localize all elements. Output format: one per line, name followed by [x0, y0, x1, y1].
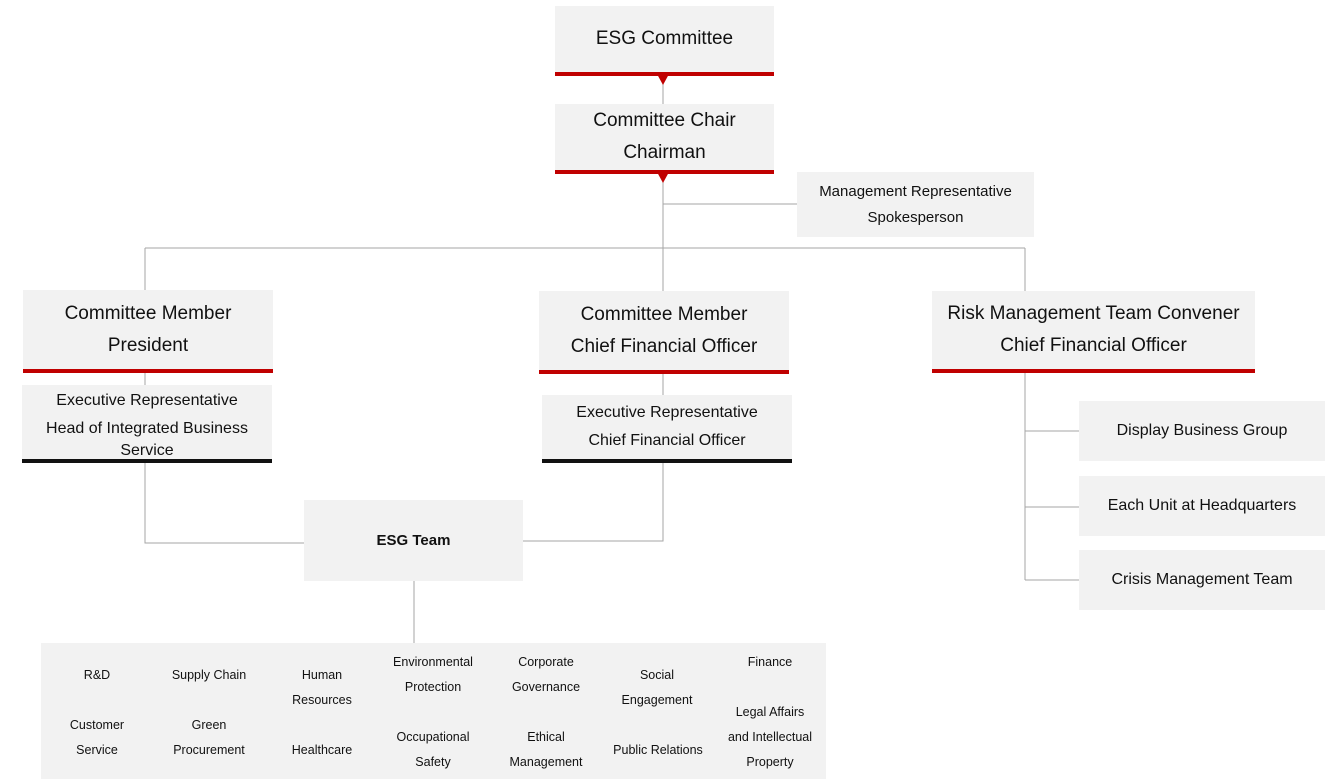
- dept-green-proc-line1: Green: [191, 718, 227, 732]
- dept-corp-gov-line1: Corporate: [518, 655, 574, 669]
- dept-supply-chain: Supply Chain: [159, 663, 259, 688]
- dept-human-resources: Human Resources: [272, 663, 372, 713]
- risk-convener-person: Chief Financial Officer: [1000, 335, 1187, 356]
- exec-rep-left-person-line2: Service: [120, 441, 174, 459]
- dept-rd: R&D: [57, 663, 137, 688]
- management-rep-person: Spokesperson: [867, 208, 964, 226]
- dept-env-line1: Environmental: [393, 655, 473, 669]
- dept-green-proc-line2: Procurement: [173, 743, 245, 757]
- dept-ethical-management: Ethical Management: [496, 725, 596, 775]
- member-president-person: President: [107, 334, 189, 356]
- dept-corporate-governance: Corporate Governance: [496, 650, 596, 700]
- dept-hr-line2: Resources: [292, 693, 352, 707]
- exec-rep-mid-person: Chief Financial Officer: [588, 432, 746, 449]
- risk-unit-headquarters: Each Unit at Headquarters: [1107, 497, 1297, 514]
- esg-committee-box: ESG Committee: [555, 6, 774, 76]
- dept-finance: Finance: [720, 650, 820, 675]
- member-cfo-role: Committee Member: [580, 303, 748, 325]
- dept-supply-chain-label: Supply Chain: [171, 668, 247, 682]
- arrow-down-icon: [657, 74, 669, 85]
- dept-rd-label: R&D: [83, 668, 111, 682]
- dept-public-relations: Public Relations: [603, 738, 713, 763]
- risk-management-convener-box: Risk Management Team Convener Chief Fina…: [932, 291, 1255, 373]
- esg-committee-title: ESG Committee: [595, 28, 734, 49]
- dept-legal-line1: Legal Affairs: [735, 705, 805, 719]
- dept-healthcare-label: Healthcare: [291, 743, 353, 757]
- display-business-group-box: Display Business Group: [1079, 401, 1325, 461]
- risk-unit-crisis: Crisis Management Team: [1111, 571, 1293, 588]
- exec-rep-mid-role: Executive Representative: [576, 404, 758, 421]
- dept-healthcare: Healthcare: [272, 738, 372, 763]
- risk-convener-role: Risk Management Team Convener: [947, 303, 1240, 324]
- executive-representative-mid-box: Executive Representative Chief Financial…: [542, 395, 792, 463]
- dept-environmental-protection: Environmental Protection: [378, 650, 488, 700]
- dept-env-line2: Protection: [404, 680, 462, 694]
- risk-unit-display: Display Business Group: [1116, 422, 1288, 439]
- dept-customer-service: Customer Service: [47, 713, 147, 763]
- dept-pr-label: Public Relations: [613, 743, 703, 757]
- dept-occupational-safety: Occupational Safety: [378, 725, 488, 775]
- committee-member-president-box: Committee Member President: [23, 290, 273, 373]
- chair-person: Chairman: [623, 142, 706, 163]
- dept-legal-affairs: Legal Affairs and Intellectual Property: [718, 700, 822, 775]
- dept-occ-safety-line1: Occupational: [396, 730, 470, 744]
- dept-legal-line2: and Intellectual: [727, 730, 813, 744]
- arrow-down-icon: [657, 172, 669, 183]
- dept-social-line2: Engagement: [621, 693, 693, 707]
- dept-finance-label: Finance: [747, 655, 793, 669]
- management-rep-role: Management Representative: [819, 182, 1012, 200]
- member-president-role: Committee Member: [64, 302, 232, 324]
- each-unit-headquarters-box: Each Unit at Headquarters: [1079, 476, 1325, 536]
- exec-rep-left-person-line1: Head of Integrated Business: [46, 419, 248, 437]
- dept-ethical-line2: Management: [509, 755, 583, 769]
- esg-team-box: ESG Team: [304, 500, 523, 581]
- member-cfo-person: Chief Financial Officer: [570, 335, 758, 357]
- committee-chair-box: Committee Chair Chairman: [555, 104, 774, 174]
- committee-member-cfo-box: Committee Member Chief Financial Officer: [539, 291, 789, 374]
- dept-green-procurement: Green Procurement: [159, 713, 259, 763]
- dept-customer-service-line1: Customer: [69, 718, 125, 732]
- departments-panel: [41, 643, 826, 779]
- crisis-management-team-box: Crisis Management Team: [1079, 550, 1325, 610]
- dept-corp-gov-line2: Governance: [511, 680, 581, 694]
- executive-representative-left-box: Executive Representative Head of Integra…: [22, 385, 272, 463]
- dept-social-line1: Social: [639, 668, 675, 682]
- dept-hr-line1: Human: [301, 668, 343, 682]
- esg-team-title: ESG Team: [376, 531, 451, 549]
- dept-ethical-line1: Ethical: [527, 730, 565, 744]
- dept-occ-safety-line2: Safety: [415, 755, 451, 769]
- dept-social-engagement: Social Engagement: [607, 663, 707, 713]
- chair-role: Committee Chair: [593, 110, 736, 131]
- management-representative-box: Management Representative Spokesperson: [797, 172, 1034, 237]
- dept-legal-line3: Property: [746, 755, 794, 769]
- exec-rep-left-role: Executive Representative: [56, 391, 238, 409]
- dept-customer-service-line2: Service: [76, 743, 118, 757]
